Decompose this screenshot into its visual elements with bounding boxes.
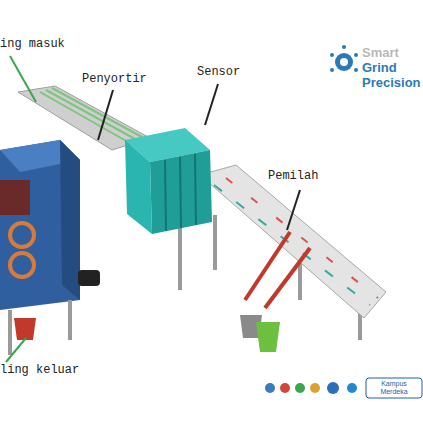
gear-hole	[340, 58, 348, 66]
sponsor-logo	[310, 383, 320, 393]
sensor-box	[125, 128, 212, 234]
badge-frame	[366, 378, 422, 398]
sensor-slot	[180, 157, 181, 228]
machine-body	[0, 140, 80, 310]
leader-line	[6, 338, 26, 362]
separator-conveyor	[200, 165, 386, 318]
green-cup	[256, 322, 280, 352]
sensor-side	[125, 140, 152, 234]
sensor-slot	[195, 154, 196, 225]
belt-mark	[226, 178, 378, 298]
logo-text: Smart	[362, 46, 399, 60]
conveyor-belt	[200, 165, 386, 318]
belt-stripe	[46, 90, 135, 139]
logo-dot	[330, 68, 334, 72]
sensor-slot	[165, 160, 166, 231]
sponsor-logo	[265, 383, 275, 393]
logo-text: Grind	[362, 61, 397, 75]
output-cup	[14, 318, 36, 340]
part-name: Penyortir	[82, 73, 147, 86]
part-name: Sensor	[197, 66, 240, 79]
part-name: Pemilah	[268, 170, 318, 183]
leader-line	[98, 90, 113, 140]
grinder-machine	[0, 140, 100, 355]
paddle	[265, 248, 310, 308]
part-name: ing masuk	[0, 38, 65, 51]
logo-dot	[354, 68, 358, 72]
logo-dot	[354, 53, 358, 57]
pulley	[10, 253, 34, 277]
belt-stripe	[40, 92, 128, 142]
sponsor-logo	[280, 383, 290, 393]
leg	[68, 300, 72, 340]
part-name: ling keluar	[0, 364, 79, 377]
machine-side	[60, 140, 80, 300]
sponsor-logo	[295, 383, 305, 393]
logo-dot	[342, 45, 346, 49]
logo-icon	[330, 45, 358, 72]
sensor-front	[150, 150, 212, 234]
logo-dot	[330, 53, 334, 57]
badge-text: Kampus Merdeka	[368, 380, 420, 395]
leader-line	[287, 190, 300, 230]
paddle	[245, 232, 290, 300]
motor	[78, 270, 100, 286]
leader-line	[10, 56, 36, 102]
leader-line	[205, 84, 218, 125]
pulley	[10, 223, 34, 247]
logo-text: Precision	[362, 76, 421, 90]
gear	[335, 53, 353, 71]
sponsor-logos	[265, 378, 422, 398]
separator-paddles	[245, 232, 310, 308]
leg	[213, 215, 217, 270]
sponsor-logo	[327, 382, 339, 394]
belt-mark	[214, 185, 370, 305]
sponsor-logo	[347, 383, 357, 393]
belt-stripe	[52, 88, 142, 137]
leg	[8, 310, 12, 355]
machine-panel	[0, 180, 30, 215]
leader-lines	[6, 56, 300, 362]
